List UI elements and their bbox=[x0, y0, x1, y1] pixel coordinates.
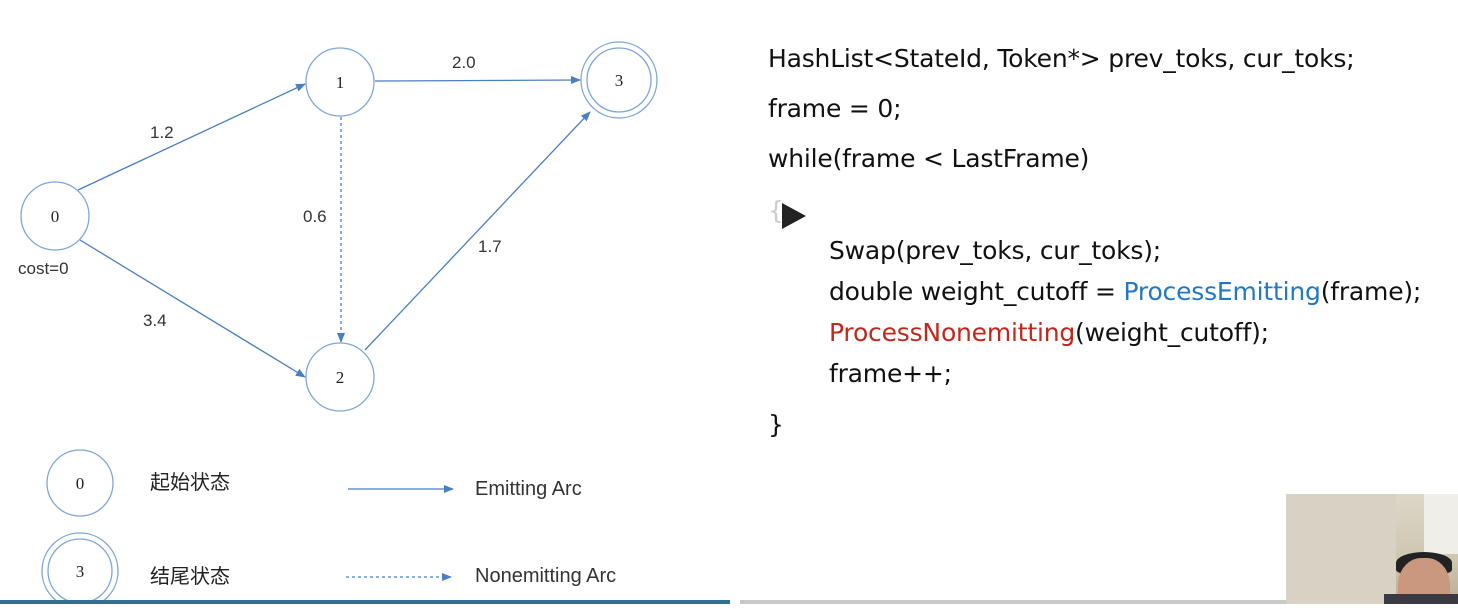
node-1: 1 bbox=[305, 47, 375, 117]
legend-nonemitting-text: Nonemitting Arc bbox=[475, 565, 617, 587]
legend-start-node: 0 bbox=[46, 449, 114, 517]
code-fn-process-emitting: ProcessEmitting bbox=[1123, 277, 1321, 306]
legend-final-node-label: 3 bbox=[76, 562, 85, 581]
code-line-7: frame++; bbox=[829, 359, 952, 388]
webcam-video bbox=[1286, 494, 1458, 604]
arc-0-1 bbox=[77, 83, 306, 191]
node-0-label: 0 bbox=[51, 207, 60, 226]
arc-weight-2-3: 1.7 bbox=[478, 237, 502, 256]
arc-2-3 bbox=[364, 111, 591, 351]
node-1-label: 1 bbox=[336, 73, 345, 92]
start-cost-label: cost=0 bbox=[18, 259, 69, 278]
node-3: 3 bbox=[580, 41, 658, 119]
legend-final-text: 结尾状态 bbox=[150, 566, 230, 588]
legend-start-text: 起始状态 bbox=[150, 472, 230, 494]
node-2: 2 bbox=[305, 342, 375, 412]
arc-weight-0-2: 3.4 bbox=[143, 311, 167, 330]
code-open-brace: { bbox=[768, 196, 784, 225]
code-line-5-pre: double weight_cutoff = bbox=[829, 277, 1124, 306]
code-close-brace: } bbox=[768, 410, 784, 439]
code-fn-process-nonemitting: ProcessNonemitting bbox=[829, 318, 1076, 347]
arc-1-3 bbox=[374, 76, 581, 85]
node-2-label: 2 bbox=[336, 368, 345, 387]
code-line-6-post: (weight_cutoff); bbox=[1075, 318, 1269, 347]
slide-bottom-bar bbox=[0, 600, 730, 604]
node-3-label: 3 bbox=[615, 71, 624, 90]
code-line-1: HashList<StateId, Token*> prev_toks, cur… bbox=[768, 44, 1355, 73]
node-0: 0 bbox=[20, 181, 90, 251]
code-line-6: ProcessNonemitting(weight_cutoff); bbox=[829, 318, 1269, 347]
fst-diagram: 1.2 3.4 2.0 0.6 1.7 0 cost=0 1 2 3 0 bbox=[18, 41, 658, 609]
arc-weight-0-1: 1.2 bbox=[150, 123, 174, 142]
arc-weight-1-2: 0.6 bbox=[303, 207, 327, 226]
legend-final-node: 3 bbox=[41, 532, 119, 609]
legend-emitting-text: Emitting Arc bbox=[475, 478, 582, 500]
code-line-4: Swap(prev_toks, cur_toks); bbox=[829, 236, 1161, 265]
code-line-3: while(frame < LastFrame) bbox=[768, 144, 1090, 173]
play-icon[interactable] bbox=[782, 203, 806, 229]
code-line-5: double weight_cutoff = ProcessEmitting(f… bbox=[829, 277, 1421, 306]
code-line-5-post: (frame); bbox=[1320, 277, 1422, 306]
arc-0-2 bbox=[79, 239, 306, 378]
slide-bottom-bar-right bbox=[740, 600, 1458, 604]
arc-weight-1-3: 2.0 bbox=[452, 53, 476, 72]
fst-diagram-panel: 1.2 3.4 2.0 0.6 1.7 0 cost=0 1 2 3 0 bbox=[0, 0, 730, 609]
legend-start-node-label: 0 bbox=[76, 474, 85, 493]
code-line-2: frame = 0; bbox=[768, 94, 902, 123]
